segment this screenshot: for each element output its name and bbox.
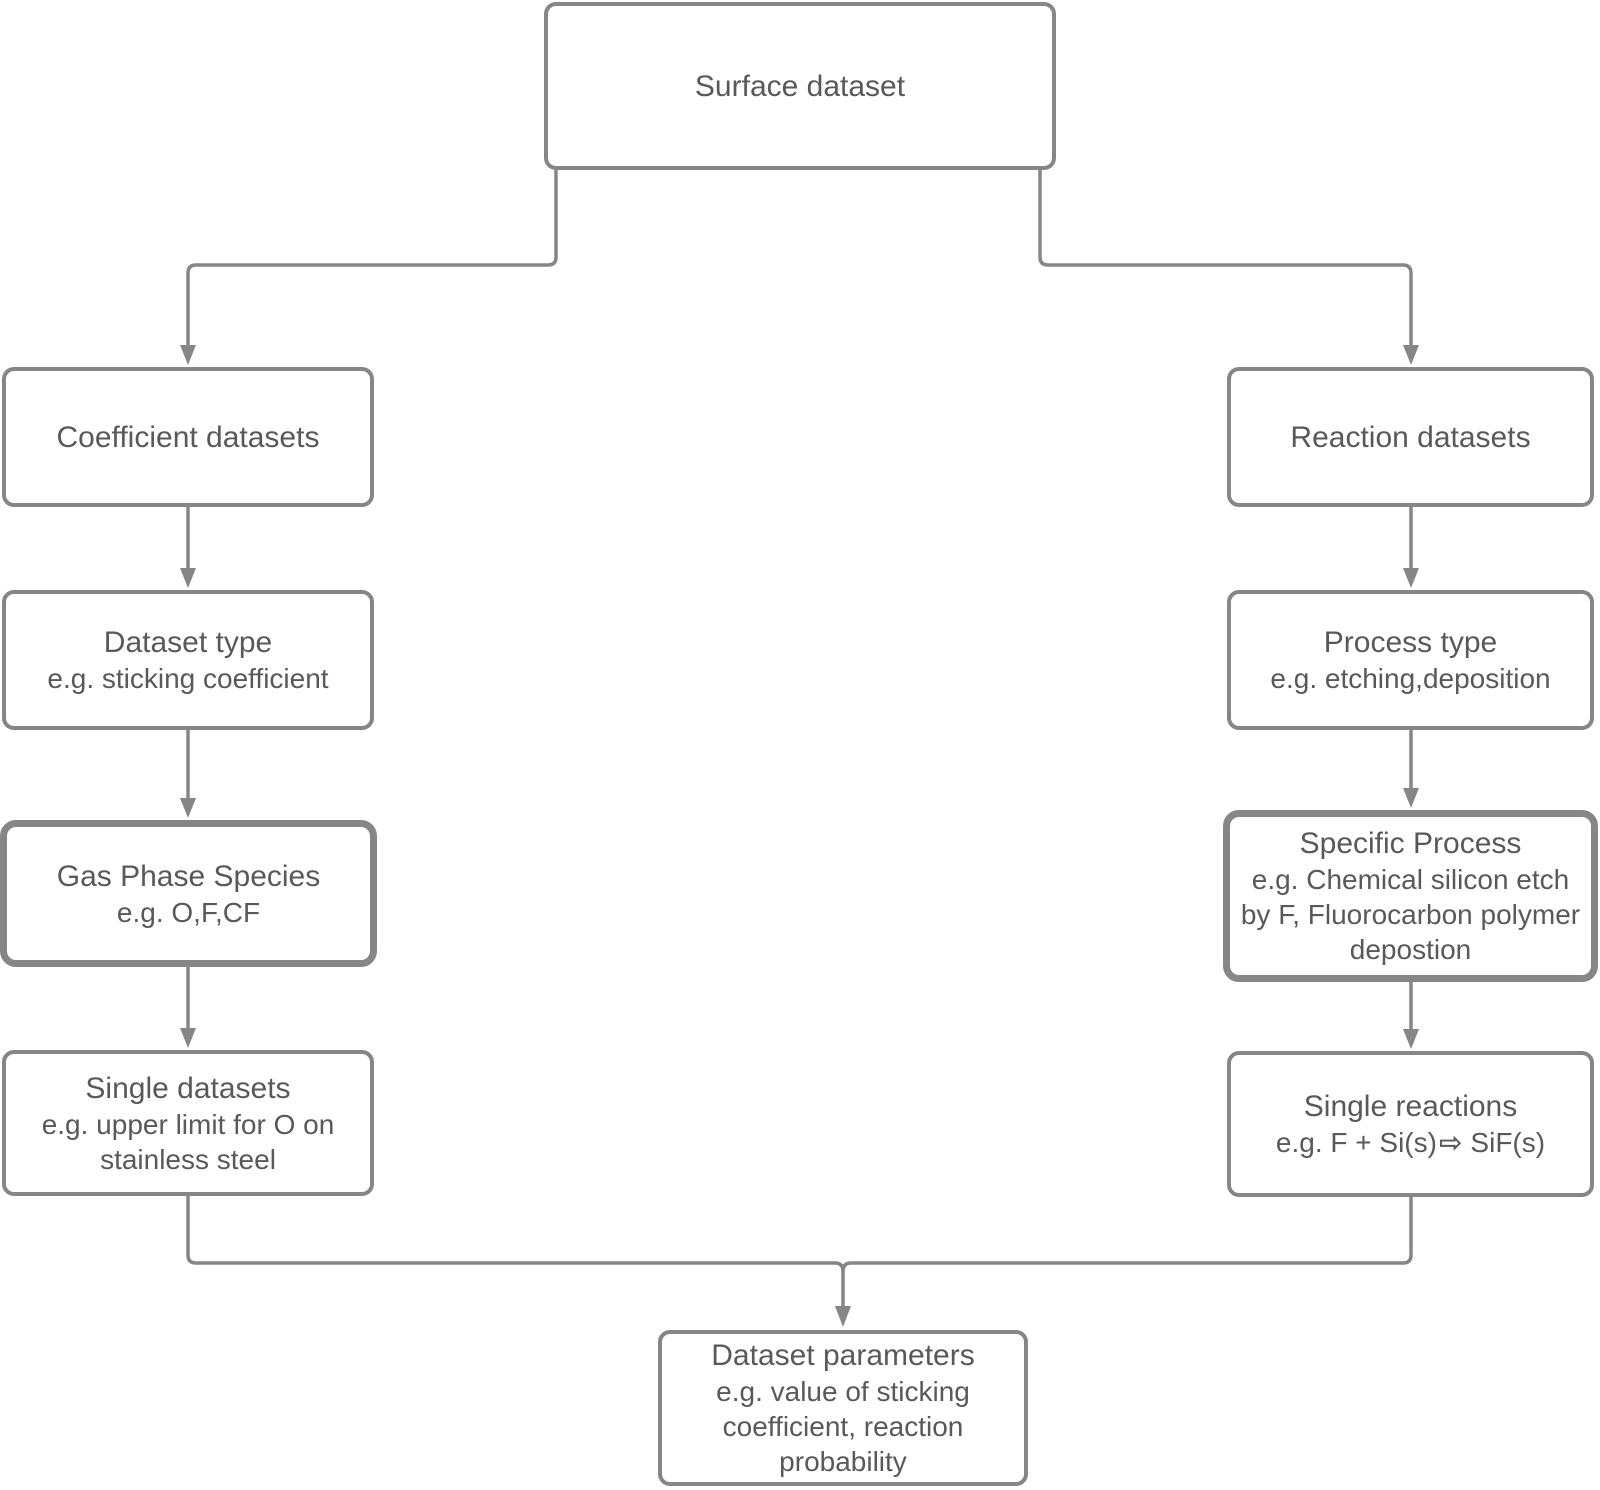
node-subtitle: e.g. sticking coefficient <box>47 663 329 694</box>
connector-surface-to-reaction <box>1038 170 1413 346</box>
arrowhead-down-icon <box>1403 568 1419 588</box>
node-subtitle: by F, Fluorocarbon polymer <box>1240 899 1581 930</box>
node-subtitle: probability <box>779 1446 907 1477</box>
reaction-example-rhs: SiF(s) <box>1470 1127 1546 1158</box>
reaction-example-lhs: e.g. F + Si(s) <box>1275 1127 1437 1158</box>
arrowhead-down-icon <box>1403 345 1419 365</box>
connector-single-datasets-to-merge <box>186 1196 845 1272</box>
node-surface-dataset: Surface dataset <box>544 2 1056 170</box>
node-subtitle: coefficient, reaction <box>722 1411 964 1442</box>
node-single-reactions: Single reactions e.g. F + Si(s)⇨SiF(s) <box>1227 1051 1594 1197</box>
node-reaction-datasets: Reaction datasets <box>1227 367 1594 507</box>
arrowhead-down-icon <box>180 345 196 365</box>
node-coefficient-datasets: Coefficient datasets <box>2 367 374 507</box>
node-subtitle: e.g. upper limit for O on <box>41 1108 335 1140</box>
node-single-datasets: Single datasets e.g. upper limit for O o… <box>2 1050 374 1196</box>
arrowhead-down-icon <box>180 568 196 588</box>
node-title: Single reactions <box>1303 1090 1518 1123</box>
node-subtitle: depostion <box>1349 934 1472 965</box>
connector-single-reactions-to-merge <box>841 1197 1413 1272</box>
node-process-type: Process type e.g. etching,deposition <box>1227 590 1594 730</box>
arrowhead-down-icon <box>180 1028 196 1048</box>
node-subtitle: e.g. etching,deposition <box>1270 663 1551 694</box>
connector-surface-to-coefficient <box>186 170 558 346</box>
node-title: Dataset type <box>103 626 273 659</box>
node-subtitle: stainless steel <box>100 1143 276 1175</box>
node-title: Surface dataset <box>694 69 906 103</box>
arrowhead-down-icon <box>1403 1029 1419 1049</box>
node-subtitle: e.g. Chemical silicon etch <box>1251 864 1570 895</box>
node-title: Reaction datasets <box>1290 420 1531 454</box>
node-title: Specific Process <box>1299 827 1522 860</box>
node-title: Single datasets <box>85 1071 291 1105</box>
node-title: Dataset parameters <box>711 1339 975 1372</box>
node-title: Coefficient datasets <box>56 420 320 454</box>
node-gas-phase-species: Gas Phase Species e.g. O,F,CF <box>0 820 377 967</box>
arrowhead-down-icon <box>835 1306 851 1327</box>
node-title: Process type <box>1323 626 1498 659</box>
node-subtitle: e.g. F + Si(s)⇨SiF(s) <box>1276 1125 1545 1160</box>
node-specific-process: Specific Process e.g. Chemical silicon e… <box>1223 810 1598 982</box>
node-title: Gas Phase Species <box>56 859 321 893</box>
arrowhead-down-icon <box>1403 788 1419 808</box>
right-arrow-icon: ⇨ <box>1438 1126 1463 1159</box>
node-subtitle: e.g. value of sticking <box>716 1376 970 1407</box>
node-subtitle: e.g. O,F,CF <box>116 896 261 928</box>
node-dataset-type: Dataset type e.g. sticking coefficient <box>2 590 374 730</box>
node-dataset-parameters: Dataset parameters e.g. value of stickin… <box>658 1330 1028 1486</box>
arrowhead-down-icon <box>180 798 196 818</box>
